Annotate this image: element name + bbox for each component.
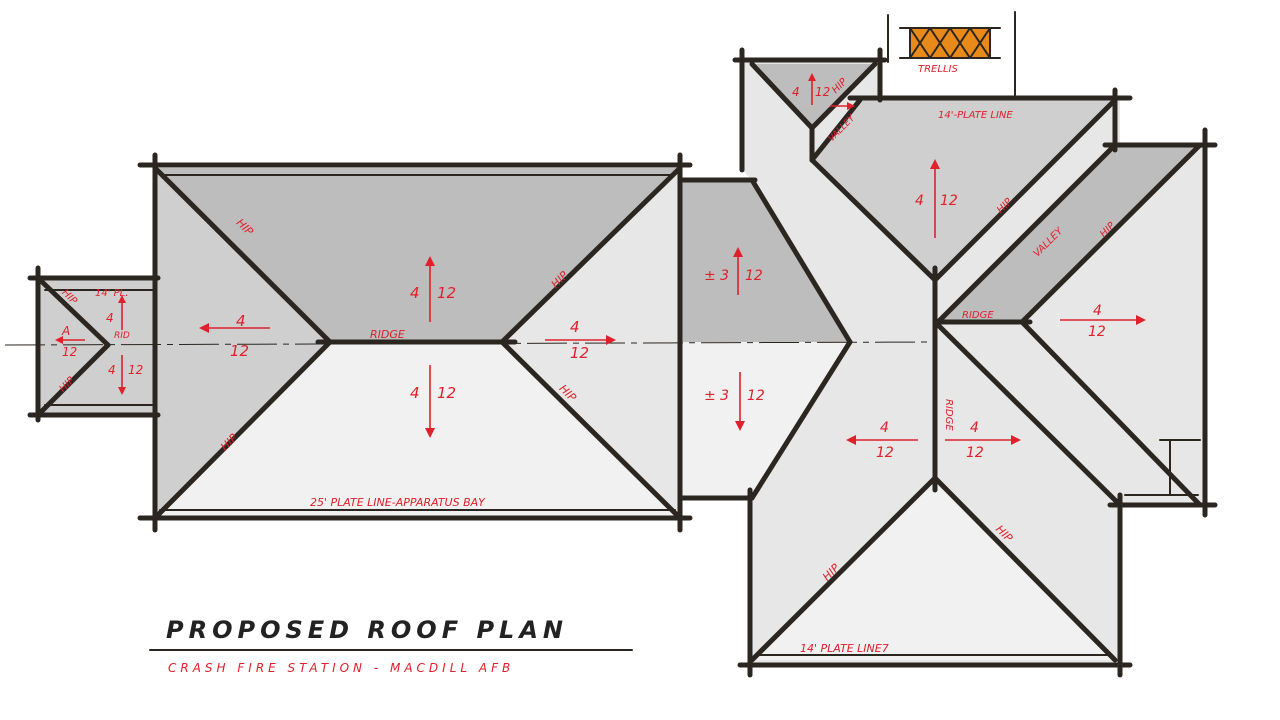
bay-north-slope-run: 12 (437, 284, 456, 302)
left-wing-slope-run-2: 12 (128, 363, 143, 377)
bay-south-slope-rise: 4 (410, 384, 420, 402)
center-ridge: RIDGE (943, 399, 954, 431)
connector-roof-upper (680, 180, 850, 342)
trellis-label: TRELLIS (918, 64, 958, 75)
connector-slope-lower-run: 12 (747, 388, 765, 404)
east-wing-slope-rise: 4 (1093, 303, 1102, 319)
north-gable-roof (752, 64, 875, 128)
south-wing-plate: 14' PLATE LINE7 (800, 642, 889, 655)
bay-east-slope-run: 12 (570, 344, 589, 362)
left-wing-a: A (61, 324, 70, 338)
bay-plate-line: 25' PLATE LINE-APPARATUS BAY (310, 496, 486, 509)
gable-slope-rise: 4 (792, 85, 800, 99)
bay-east-slope-rise: 4 (570, 318, 580, 336)
upper-wing-plate: 14'-PLATE LINE (938, 110, 1013, 121)
left-wing-roof (38, 278, 155, 415)
east-wing-slope-run: 12 (1088, 324, 1106, 340)
bay-west-slope-rise: 4 (236, 312, 246, 330)
bay-north-slope-rise: 4 (410, 284, 420, 302)
gable-slope-run: 12 (815, 85, 830, 99)
left-wing-twelve: 12 (62, 345, 77, 359)
center-east-slope-rise: 4 (970, 420, 979, 436)
center-west-slope-run: 12 (876, 445, 894, 461)
connector-roof-lower (680, 342, 850, 498)
bay-west-slope-run: 12 (230, 342, 249, 360)
upper-wing-slope-rise: 4 (915, 193, 924, 209)
center-west-slope-rise: 4 (880, 420, 889, 436)
slope-arrows (55, 73, 1146, 445)
upper-wing-slope-run: 12 (940, 193, 958, 209)
drawing-subtitle: CRASH FIRE STATION - MACDILL AFB (168, 661, 514, 675)
left-wing-slope-rise: 4 (106, 311, 114, 325)
east-wing-roof-north (938, 145, 1200, 322)
east-wing-ridge: RIDGE (962, 310, 994, 321)
left-wing-rid: RID (114, 331, 130, 341)
center-line (4, 341, 936, 346)
left-wing-slope-rise-2: 4 (108, 363, 116, 377)
connector-slope-lower: ± 3 (704, 388, 729, 404)
connector-slope-upper: ± 3 (704, 268, 729, 284)
bay-south-slope-run: 12 (437, 384, 456, 402)
hip-ridge-lines (35, 61, 1203, 663)
connector-slope-upper-run: 12 (745, 268, 763, 284)
trellis (887, 11, 1016, 99)
center-east-slope-run: 12 (966, 445, 984, 461)
drawing-title: PROPOSED ROOF PLAN (166, 616, 568, 644)
south-wing-roof (752, 478, 1115, 660)
bay-roof-west-plane (155, 168, 330, 518)
bay-ridge-label: RIDGE (370, 328, 405, 341)
left-wing-plate: 14' PL. (95, 288, 128, 299)
upper-wing-roof-plane (812, 100, 1115, 280)
